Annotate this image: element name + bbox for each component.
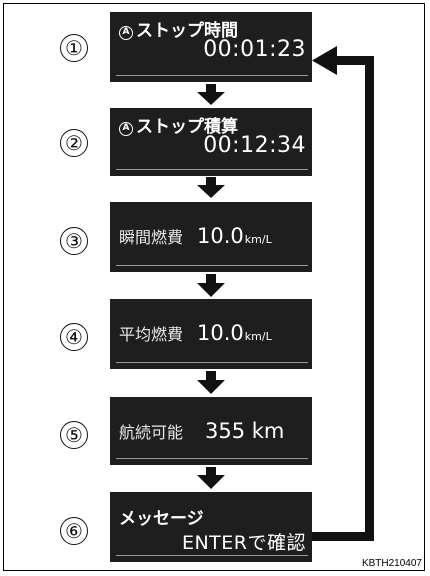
figure-frame xyxy=(3,3,425,571)
figure-id: KBTH210407 xyxy=(361,558,422,569)
down-arrow-3-icon xyxy=(197,274,225,297)
panel-message: メッセージ ENTERで確認 xyxy=(110,492,312,562)
down-arrow-5-icon xyxy=(197,467,225,489)
step-number-4: ④ xyxy=(60,323,88,351)
step-number-1: ① xyxy=(60,34,88,62)
down-arrow-2-icon xyxy=(197,177,225,198)
underline xyxy=(116,168,308,170)
step-number-3: ③ xyxy=(60,227,88,255)
auto-a-icon: A xyxy=(119,122,133,136)
underline xyxy=(116,264,308,266)
panel-title: メッセージ xyxy=(119,509,204,529)
panel-value: 00:12:34 xyxy=(203,133,306,158)
step-number-2: ② xyxy=(60,129,88,157)
underline xyxy=(116,361,308,363)
panel-value: 355 km xyxy=(205,419,285,443)
panel-label: 瞬間燃費 xyxy=(119,228,184,247)
step-number-5: ⑤ xyxy=(60,421,88,449)
underline xyxy=(116,74,308,76)
panel-unit: km/L xyxy=(244,233,272,246)
panel-value: ENTERで確認 xyxy=(181,532,306,554)
down-arrow-1-icon xyxy=(197,84,225,105)
loop-back-arrow-icon xyxy=(312,46,374,541)
panel-label: 平均燃費 xyxy=(119,325,184,344)
panel-instant-fuel: 瞬間燃費 10.0 km/L xyxy=(110,202,312,272)
auto-a-icon: A xyxy=(119,26,133,40)
down-arrow-4-icon xyxy=(197,371,225,394)
panel-value: 00:01:23 xyxy=(203,37,306,62)
underline xyxy=(116,554,308,556)
panel-value: 10.0 xyxy=(197,224,244,248)
panel-cruising-range: 航続可能 355 km xyxy=(110,397,312,465)
panel-unit: km/L xyxy=(244,330,272,343)
step-number-6: ⑥ xyxy=(60,517,88,545)
panel-value: 10.0 xyxy=(197,321,244,345)
panel-label: 航続可能 xyxy=(119,423,184,442)
underline xyxy=(116,457,308,459)
panel-average-fuel: 平均燃費 10.0 km/L xyxy=(110,299,312,369)
